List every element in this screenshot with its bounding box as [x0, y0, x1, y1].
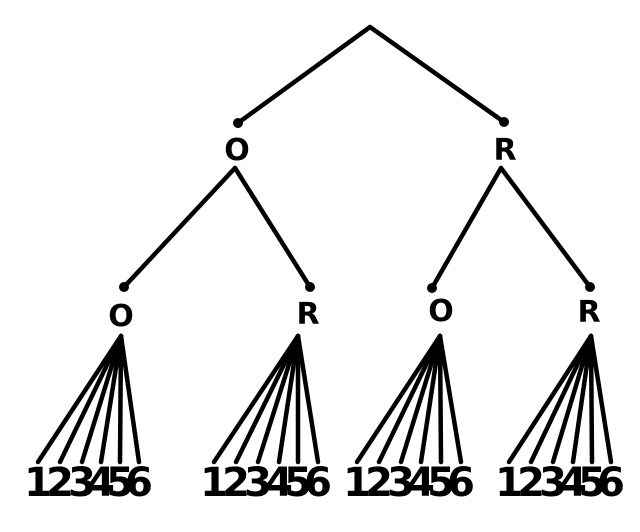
leaf-label-2-2: 2 [222, 460, 250, 506]
edge-leaf-3-2 [376, 333, 443, 465]
level2-label-4: R [577, 295, 600, 330]
edge-level1-to-level2-1 [121, 165, 238, 290]
edge-leaf-4-3 [550, 333, 594, 465]
edge-leaf-4-4 [570, 333, 594, 465]
node-dots [119, 117, 595, 293]
leaf-label-1-2: 2 [46, 460, 74, 506]
edge-leaf-1-1 [35, 333, 124, 465]
edge-leaf-1-3 [79, 333, 124, 465]
leaf-label-2-1: 1 [200, 460, 228, 506]
level1-node-dot-2 [499, 117, 509, 127]
edge-leaf-3-4 [418, 333, 443, 465]
edge-leaf-4-1 [506, 333, 594, 465]
edge-leaf-4-6 [588, 333, 614, 465]
level2-label-3: O [428, 294, 454, 329]
leaf-label-1-6: 6 [125, 460, 153, 506]
level2-label-2: R [296, 297, 319, 332]
edge-leaf-2-6 [295, 333, 321, 465]
leaf-label-4-6: 6 [597, 460, 625, 506]
edge-leaf-3-6 [437, 333, 464, 465]
leaf-label-1-3: 3 [68, 460, 96, 506]
leaf-label-3-6: 6 [447, 460, 475, 506]
level2-label-1: O [108, 299, 134, 334]
leaf-label-4-3: 3 [539, 460, 567, 506]
level1-node-dot-1 [233, 118, 243, 128]
level1-label-2: R [493, 133, 516, 168]
leaf-label-2-6: 6 [304, 460, 332, 506]
leaf-label-2-5: 5 [284, 460, 312, 506]
level2-node-dot-3 [427, 283, 437, 293]
level1-label-1: O [224, 133, 250, 168]
edge-leaf-3-5 [437, 333, 444, 465]
edge-leaf-1-5 [117, 333, 124, 465]
edge-leaf-1-2 [57, 333, 124, 465]
leaf-label-4-4: 4 [559, 460, 587, 506]
leaf-label-3-3: 3 [387, 460, 415, 506]
leaf-label-3-2: 2 [365, 460, 393, 506]
edge-leaf-2-2 [233, 333, 301, 465]
leaf-label-2-3: 3 [244, 460, 272, 506]
edge-level1-to-level2-4 [498, 165, 593, 290]
leaf-label-4-5: 5 [578, 460, 606, 506]
edge-leaf-2-3 [255, 333, 301, 465]
leaf-label-1-4: 4 [87, 460, 115, 506]
edge-level1-to-level2-3 [429, 165, 504, 291]
leaf-label-4-2: 2 [517, 460, 545, 506]
level2-node-dot-4 [585, 282, 595, 292]
edge-level1-to-level2-2 [232, 165, 313, 290]
edge-root-to-level1-1 [235, 24, 373, 126]
edge-leaf-1-6 [118, 333, 142, 465]
leaf-label-2-4: 4 [265, 460, 293, 506]
leaf-label-3-5: 5 [427, 460, 455, 506]
leaf-label-3-1: 1 [343, 460, 371, 506]
edge-root-to-level1-2 [367, 24, 507, 125]
leaf-label-1-5: 5 [106, 460, 134, 506]
tree-edges [35, 24, 614, 465]
leaf-label-1-1: 1 [24, 460, 52, 506]
edge-leaf-4-2 [528, 333, 594, 465]
level2-node-dot-1 [119, 282, 129, 292]
edge-leaf-2-4 [276, 333, 301, 465]
leaf-label-4-1: 1 [495, 460, 523, 506]
leaf-label-3-4: 4 [407, 460, 435, 506]
edge-leaf-2-1 [211, 333, 301, 465]
edge-leaf-4-5 [588, 333, 595, 465]
edge-leaf-3-1 [354, 333, 443, 465]
level2-node-dot-2 [305, 282, 315, 292]
edge-leaf-3-3 [398, 333, 443, 465]
edge-leaf-1-4 [98, 333, 124, 465]
